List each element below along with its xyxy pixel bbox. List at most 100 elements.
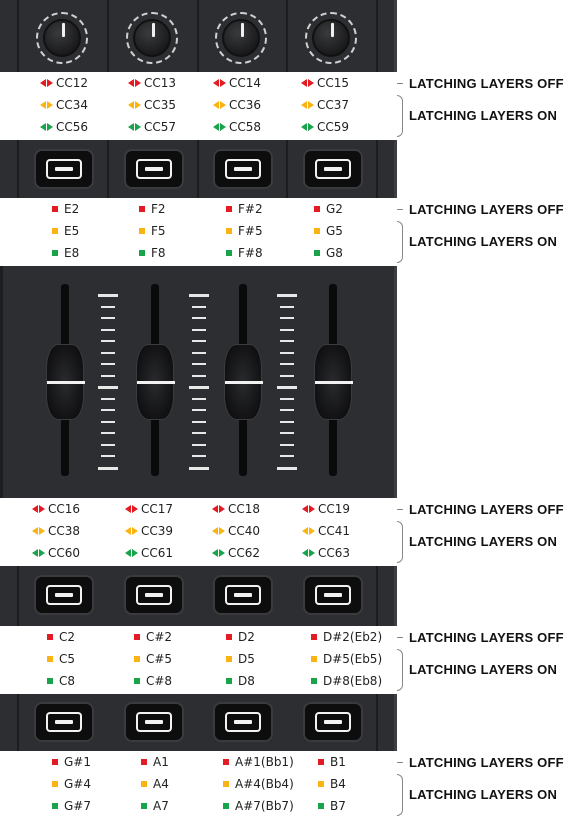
fader-icon[interactable] [136, 344, 175, 420]
pad-button-icon[interactable] [124, 702, 184, 742]
fader-scale-mark [101, 409, 115, 411]
fader-scale-mark [101, 443, 115, 446]
pad-button-icon[interactable] [124, 149, 184, 189]
square-icon [318, 781, 324, 787]
fader-scale-mark [280, 443, 294, 446]
latching-off-label: LATCHING LAYERS OFF [409, 202, 564, 217]
latching-on-label: LATCHING LAYERS ON [409, 108, 558, 123]
double-arrow-icon [32, 549, 45, 557]
fader-scale-mark [280, 340, 294, 342]
pad-button-icon[interactable] [124, 575, 184, 615]
square-icon [52, 803, 58, 809]
double-arrow-icon [301, 101, 314, 109]
double-arrow-icon [213, 101, 226, 109]
double-arrow-icon [213, 123, 226, 131]
note-label: B1 [330, 755, 346, 769]
double-arrow-icon [301, 79, 314, 87]
cc-label: CC59 [317, 120, 350, 134]
pad-button-icon[interactable] [213, 702, 273, 742]
latching-off-label: LATCHING LAYERS OFF [409, 755, 564, 770]
note-label: A4 [153, 777, 169, 791]
fader-scale-mark [189, 386, 209, 389]
yellow-row: CC34 CC35 CC36 CC37 [0, 94, 397, 116]
fader-scale-mark [192, 409, 206, 411]
fader-scale-mark [280, 374, 294, 377]
square-icon [139, 250, 145, 256]
square-icon [141, 759, 147, 765]
square-icon [226, 634, 232, 640]
red-row: E2 F2 F#2 G2 [0, 198, 397, 220]
note-label: G#7 [64, 799, 91, 813]
double-arrow-icon [40, 79, 53, 87]
double-arrow-icon [301, 123, 314, 131]
square-icon [314, 206, 320, 212]
fader-icon[interactable] [314, 344, 353, 420]
pad-button-icon[interactable] [213, 575, 273, 615]
latching-off-label: LATCHING LAYERS OFF [409, 630, 564, 645]
fader-scale-mark [192, 432, 206, 434]
button-row3-labels: G#1 A1 A#1(Bb1) B1 G#4 A4 A#4(Bb4) B4 G#… [0, 751, 397, 819]
double-arrow-icon [128, 79, 141, 87]
green-row: CC56 CC57 CC58 CC59 [0, 116, 397, 138]
pad-button-icon[interactable] [303, 149, 363, 189]
cc-label: CC16 [48, 502, 81, 516]
square-icon [226, 678, 232, 684]
pad-button-icon[interactable] [34, 702, 94, 742]
knob-icon[interactable] [36, 12, 88, 64]
fader-scale-mark [101, 374, 115, 377]
note-label: C8 [59, 674, 76, 688]
fader-scale-mark [280, 420, 294, 423]
latching-off-label: LATCHING LAYERS OFF [409, 502, 564, 517]
pad-button-icon[interactable] [34, 575, 94, 615]
pad-button-icon[interactable] [303, 575, 363, 615]
fader-scale-mark [280, 305, 294, 308]
fader-icon[interactable] [224, 344, 263, 420]
note-label: E2 [64, 202, 80, 216]
cc-label: CC35 [144, 98, 177, 112]
note-label: F#5 [238, 224, 263, 238]
cc-label: CC13 [144, 76, 177, 90]
double-arrow-icon [125, 549, 138, 557]
double-arrow-icon [302, 527, 315, 535]
note-label: A7 [153, 799, 169, 813]
square-icon [141, 781, 147, 787]
fader-scale-mark [98, 466, 118, 470]
cc-label: CC57 [144, 120, 177, 134]
pad-button-icon[interactable] [34, 149, 94, 189]
fader-icon[interactable] [46, 344, 85, 420]
fader-scale-mark [280, 409, 294, 411]
note-label: D#2(Eb2) [323, 630, 383, 644]
button-row2-labels: C2 C#2 D2 D#2(Eb2) C5 C#5 D5 D#5(Eb5) C8… [0, 626, 397, 694]
square-icon [134, 634, 140, 640]
double-arrow-icon [212, 549, 225, 557]
red-row: C2 C#2 D2 D#2(Eb2) [0, 626, 397, 648]
cc-label: CC39 [141, 524, 174, 538]
square-icon [134, 678, 140, 684]
note-label: G2 [326, 202, 343, 216]
pad-button-icon[interactable] [213, 149, 273, 189]
knob-icon[interactable] [305, 12, 357, 64]
fader-scale-mark [101, 420, 115, 423]
note-label: C#2 [146, 630, 173, 644]
cc-label: CC38 [48, 524, 81, 538]
cc-label: CC60 [48, 546, 81, 560]
yellow-row: E5 F5 F#5 G5 [0, 220, 397, 242]
fader-scale-mark [101, 397, 115, 400]
square-icon [141, 803, 147, 809]
note-label: A#1(Bb1) [235, 755, 294, 769]
latching-off-label: LATCHING LAYERS OFF [409, 76, 564, 91]
note-label: E5 [64, 224, 80, 238]
knob-icon[interactable] [215, 12, 267, 64]
pad-button-icon[interactable] [303, 702, 363, 742]
green-row: C8 C#8 D8 D#8(Eb8) [0, 670, 397, 692]
fader-scale-mark [277, 466, 297, 470]
double-arrow-icon [32, 505, 45, 513]
knob-icon[interactable] [126, 12, 178, 64]
fader-scale-mark [280, 363, 294, 365]
fader-scale-mark [98, 294, 118, 297]
cc-label: CC15 [317, 76, 350, 90]
square-icon [314, 250, 320, 256]
square-icon [139, 228, 145, 234]
square-icon [318, 759, 324, 765]
fader-scale-mark [192, 305, 206, 308]
